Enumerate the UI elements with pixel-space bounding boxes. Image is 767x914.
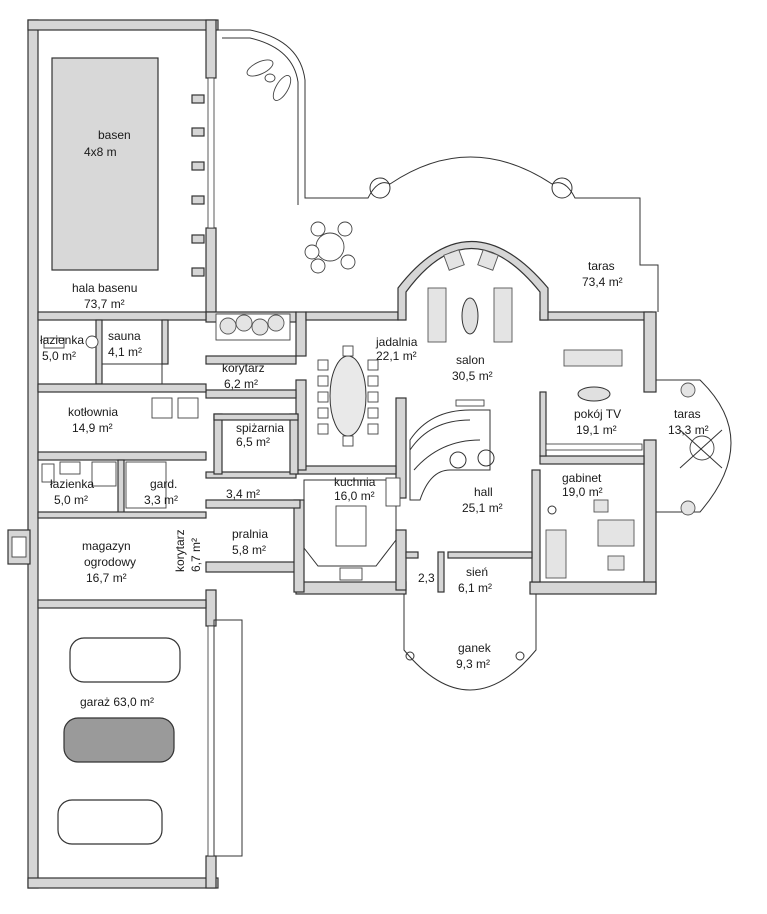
boiler-units <box>151 397 199 419</box>
label-lazienka-1-area: 5,0 m² <box>42 349 76 363</box>
label-wc-area: 2,3 <box>418 571 435 585</box>
label-ganek: ganek <box>458 641 492 655</box>
label-pralnia: pralnia <box>232 527 268 541</box>
label-ganek-area: 9,3 m² <box>456 657 490 671</box>
label-taras-2: taras <box>674 407 701 421</box>
label-hall: hall <box>474 485 493 499</box>
label-ogrodowy: ogrodowy <box>84 555 136 569</box>
label-taras-2-area: 13,3 m² <box>668 423 709 437</box>
label-kuchnia: kuchnia <box>334 475 376 489</box>
label-magazyn: magazyn <box>82 539 131 553</box>
salon-furniture <box>427 249 513 343</box>
label-lazienka-2-area: 5,0 m² <box>54 493 88 507</box>
label-kotlownia: kotłownia <box>68 405 118 419</box>
dining-table <box>317 345 379 447</box>
label-sien: sień <box>466 565 488 579</box>
label-magazyn-area: 16,7 m² <box>86 571 127 585</box>
label-korytarz-area: 6,2 m² <box>224 377 258 391</box>
label-kuchnia-area: 16,0 m² <box>334 489 375 503</box>
label-basen-size: 4x8 m <box>84 145 117 159</box>
garage-cars <box>57 637 181 845</box>
label-spizarnia: spiżarnia <box>236 421 284 435</box>
label-hall-area: 25,1 m² <box>462 501 503 515</box>
label-basen: basen <box>98 128 131 142</box>
label-korytarz: korytarz <box>222 361 265 375</box>
label-pokoj-tv-area: 19,1 m² <box>576 423 617 437</box>
label-lazienka-1: łazienka <box>40 333 84 347</box>
terrace-table <box>304 221 356 274</box>
label-kotlownia-area: 14,9 m² <box>72 421 113 435</box>
label-garaz: garaż 63,0 m² <box>80 695 154 709</box>
label-pralnia-area: 5,8 m² <box>232 543 266 557</box>
bathroom-fixtures <box>41 335 167 509</box>
label-korytarz-vertical: korytarz <box>173 529 187 572</box>
label-hala-basenu: hala basenu <box>72 281 137 295</box>
label-hall-small-area: 3,4 m² <box>226 487 260 501</box>
label-spizarnia-area: 6,5 m² <box>236 435 270 449</box>
label-sien-area: 6,1 m² <box>458 581 492 595</box>
label-pokoj-tv: pokój TV <box>574 407 621 421</box>
label-taras-1: taras <box>588 259 615 273</box>
staircase <box>409 399 495 501</box>
terrace-outline <box>216 29 659 312</box>
label-hala-basenu-area: 73,7 m² <box>84 297 125 311</box>
left-wing-walls <box>37 311 207 609</box>
label-salon-area: 30,5 m² <box>452 369 493 383</box>
study-furniture <box>545 499 635 579</box>
label-gabinet: gabinet <box>562 471 602 485</box>
label-lazienka-2: łazienka <box>50 477 94 491</box>
kitchen-furniture <box>303 477 401 581</box>
tv-room-furniture <box>545 349 643 451</box>
label-sauna-area: 4,1 m² <box>108 345 142 359</box>
label-gard-area: 3,3 m² <box>144 493 178 507</box>
room-labels: basen 4x8 m hala basenu 73,7 m² łazienka… <box>40 128 709 709</box>
side-terrace <box>656 379 732 516</box>
label-gabinet-area: 19,0 m² <box>562 485 603 499</box>
label-taras-1-area: 73,4 m² <box>582 275 623 289</box>
pool <box>51 57 159 271</box>
plants-box <box>215 313 291 341</box>
label-sauna: sauna <box>108 329 141 343</box>
pool-hall-glazing <box>191 77 215 277</box>
exterior-walls <box>7 19 243 889</box>
label-korytarz-vertical-area: 6,7 m² <box>189 538 203 572</box>
label-jadalnia-area: 22,1 m² <box>376 349 417 363</box>
label-jadalnia: jadalnia <box>375 335 418 349</box>
label-salon: salon <box>456 353 485 367</box>
porch <box>403 594 537 691</box>
label-gard: gard. <box>150 477 177 491</box>
